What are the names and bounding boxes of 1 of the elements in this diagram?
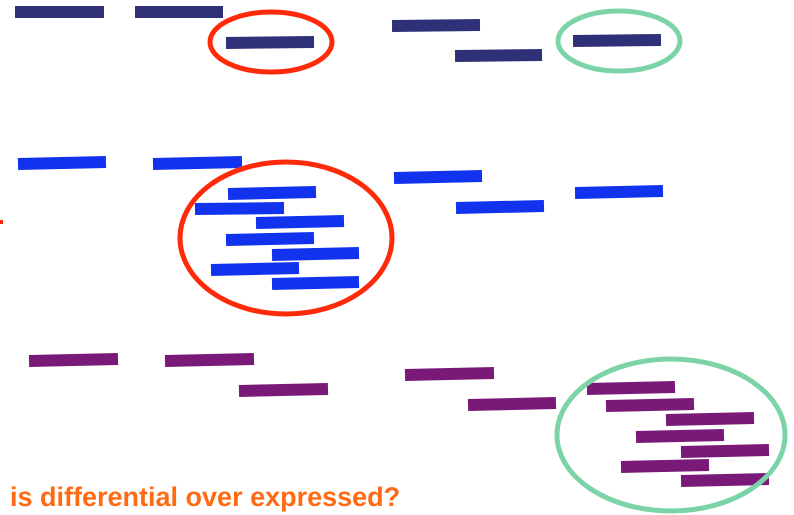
question-text: is differential over expressed? xyxy=(10,482,400,512)
